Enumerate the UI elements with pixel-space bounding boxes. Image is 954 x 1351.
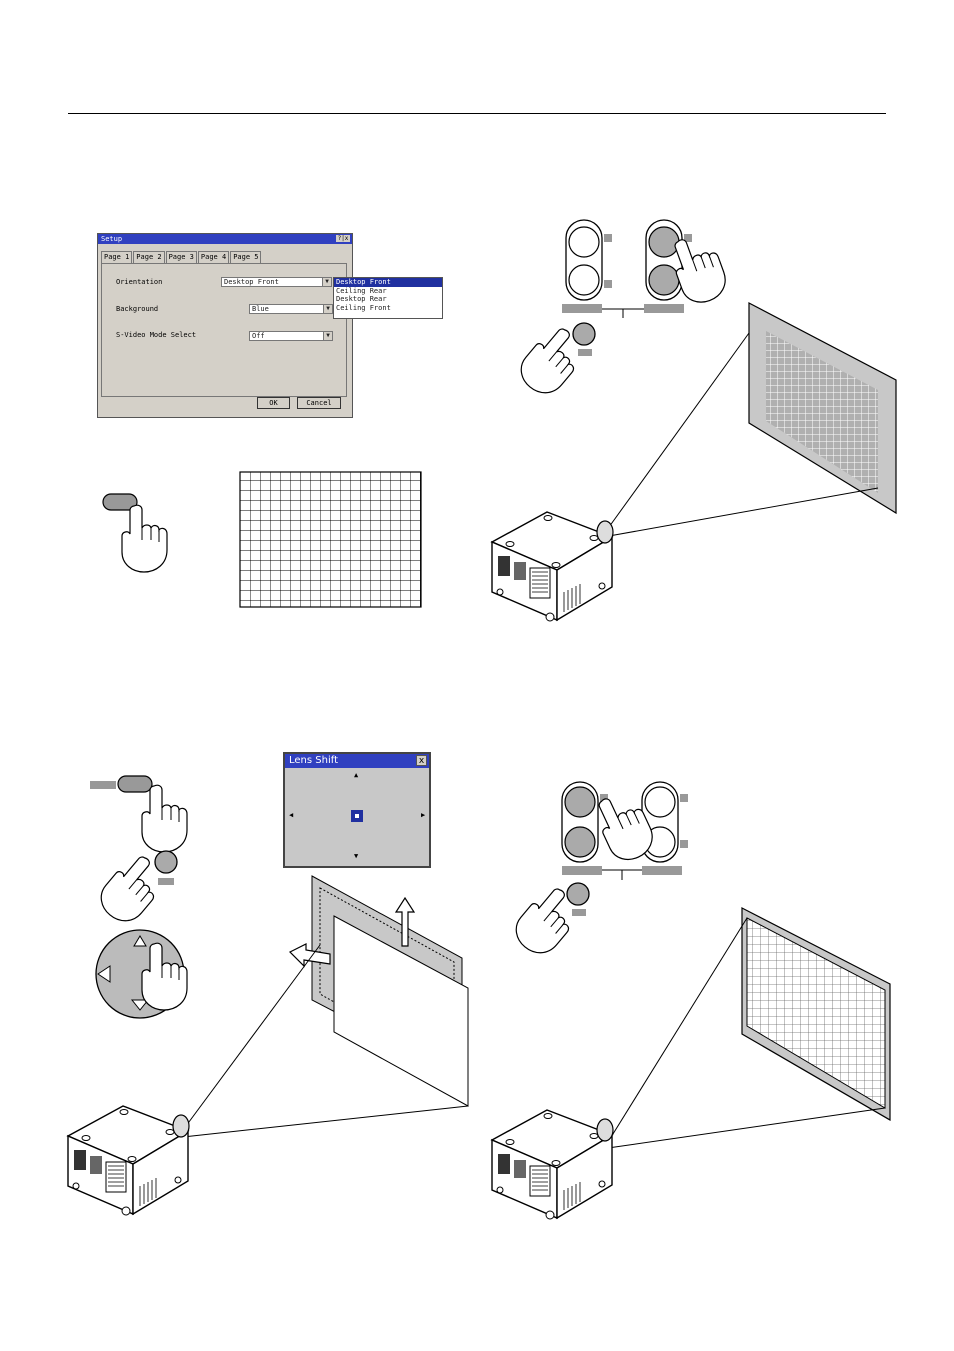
setup-dialog: Setup ?|x Page 1 Page 2 Page 3 Page 4 Pa…: [97, 233, 353, 418]
arrow-right-icon[interactable]: ▶: [421, 811, 426, 819]
tab-page-5[interactable]: Page 5: [230, 251, 262, 263]
setup-title: Setup: [101, 235, 123, 243]
zoom-buttons-illustration: [507, 781, 688, 963]
orientation-label: Orientation: [116, 278, 163, 286]
background-select[interactable]: Blue ▼: [249, 304, 333, 314]
cancel-button[interactable]: Cancel: [297, 397, 341, 409]
setup-title-controls[interactable]: ?|x: [336, 235, 350, 242]
lens-position-indicator: [351, 810, 363, 822]
dropdown-option-desktop-front[interactable]: Desktop Front: [334, 278, 442, 287]
orientation-dropdown-list: Desktop Front Ceiling Rear Desktop Rear …: [333, 277, 443, 319]
s-video-mode-select[interactable]: Off ▼: [249, 331, 333, 341]
focus-buttons-illustration: [512, 219, 732, 403]
test-pattern-grid: [239, 471, 422, 608]
orientation-value: Desktop Front: [224, 278, 279, 286]
tab-page-3[interactable]: Page 3: [165, 251, 197, 263]
lens-shift-buttons-illustration: [90, 775, 188, 1019]
header-rule: [68, 113, 886, 114]
menu-button-press-illustration: [102, 493, 168, 573]
tab-page-1[interactable]: Page 1: [101, 251, 133, 263]
ok-button[interactable]: OK: [257, 397, 290, 409]
lens-shift-dialog: Lens Shift x ▲ ▼ ◀ ▶: [283, 752, 431, 868]
dropdown-option-ceiling-front[interactable]: Ceiling Front: [336, 303, 391, 312]
lens-titlebar: Lens Shift x: [285, 754, 429, 768]
setup-titlebar: Setup ?|x: [98, 234, 352, 244]
chevron-down-icon[interactable]: ▼: [323, 332, 332, 340]
tab-page-2[interactable]: Page 2: [133, 251, 165, 263]
arrow-up-icon[interactable]: ▲: [354, 771, 359, 779]
lens-title: Lens Shift: [289, 755, 339, 766]
remote-button-icon: [102, 493, 138, 511]
chevron-down-icon[interactable]: ▼: [322, 278, 331, 286]
orientation-select[interactable]: Desktop Front ▼: [221, 277, 332, 287]
dropdown-option-desktop-rear[interactable]: Desktop Rear: [336, 295, 387, 303]
projector-icon: [67, 1105, 190, 1216]
chevron-down-icon[interactable]: ▼: [323, 305, 332, 313]
projector-icon: [491, 511, 614, 622]
s-video-mode-value: Off: [252, 332, 265, 340]
projection-screen-top: [608, 302, 897, 537]
close-icon[interactable]: x: [416, 755, 427, 766]
s-video-mode-label: S-Video Mode Select: [116, 331, 197, 339]
arrow-left-icon[interactable]: ◀: [289, 811, 294, 819]
projector-icon: [491, 1109, 614, 1220]
background-label: Background: [116, 305, 159, 313]
lens-shift-screen: [182, 875, 469, 1138]
setup-page-panel: Orientation Desktop Front ▼ Background B…: [101, 263, 347, 397]
projection-screen-bottom: [607, 907, 891, 1149]
setup-tabs: Page 1 Page 2 Page 3 Page 4 Page 5: [101, 251, 262, 263]
tab-page-4[interactable]: Page 4: [197, 251, 230, 263]
background-value: Blue: [252, 305, 269, 313]
hand-icon: [121, 504, 168, 573]
arrow-down-icon[interactable]: ▼: [354, 852, 359, 860]
dropdown-option-ceiling-rear[interactable]: Ceiling Rear: [336, 286, 387, 295]
